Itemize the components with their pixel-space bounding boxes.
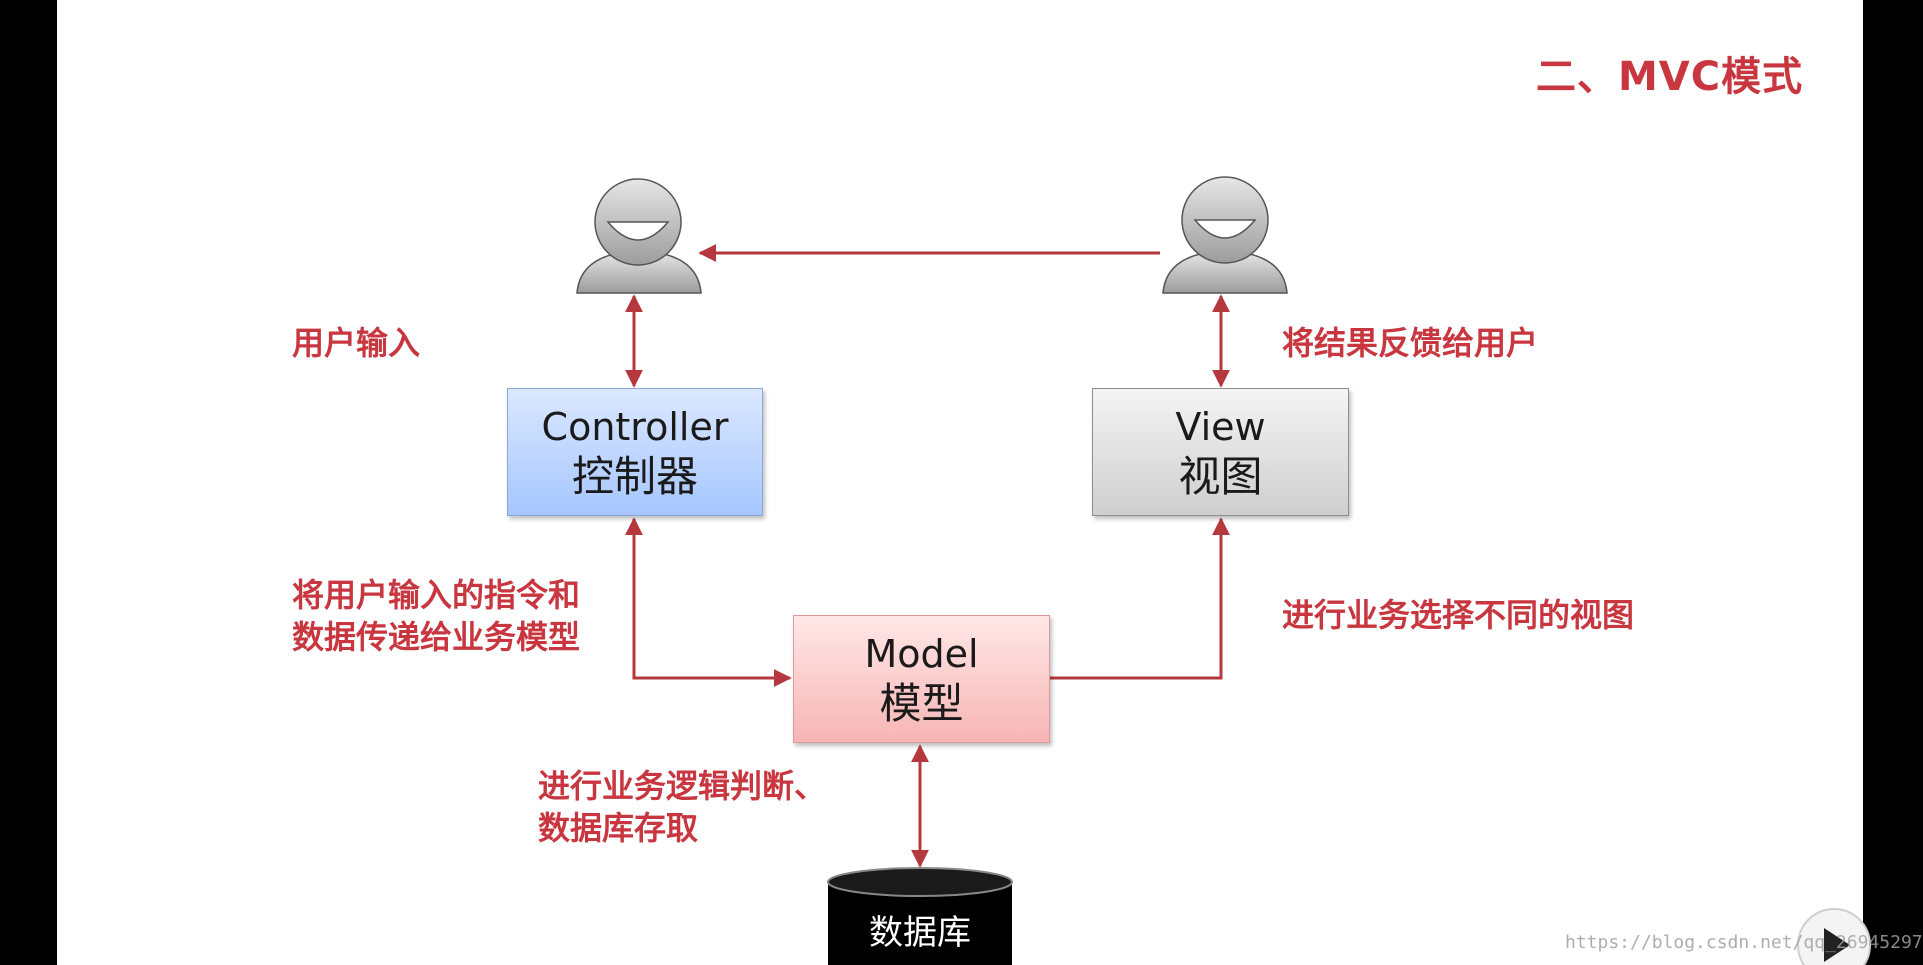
database-label: 数据库	[869, 913, 971, 953]
slide-title: 二、MVC模式	[1536, 54, 1804, 100]
label-user-input: 用户输入	[292, 324, 421, 362]
slide	[57, 0, 1863, 965]
watermark-url: https://blog.csdn.net/qq_26945297	[1565, 932, 1923, 953]
database-icon	[827, 867, 1013, 965]
label-logic-line1: 进行业务逻辑判断、	[538, 767, 827, 805]
view-zh-label: 视图	[1178, 452, 1263, 501]
controller-en-label: Controller	[541, 405, 729, 449]
play-icon[interactable]	[1797, 908, 1871, 965]
controller-zh-label: 控制器	[571, 452, 698, 501]
view-box: View 视图	[1092, 388, 1349, 516]
model-en-label: Model	[864, 632, 979, 676]
user-icon	[1162, 176, 1288, 294]
label-to-model-line2: 数据传递给业务模型	[292, 618, 581, 656]
arrow-controller-model	[625, 517, 792, 687]
label-to-model-line1: 将用户输入的指令和	[292, 576, 581, 614]
label-logic-line2: 数据库存取	[538, 809, 699, 847]
arrow-model-view	[1050, 517, 1230, 680]
model-zh-label: 模型	[879, 679, 964, 728]
view-en-label: View	[1175, 405, 1266, 449]
label-feedback: 将结果反馈给用户	[1282, 324, 1539, 362]
controller-box: Controller 控制器	[507, 388, 763, 516]
label-choose-view: 进行业务选择不同的视图	[1282, 596, 1635, 634]
model-box: Model 模型	[793, 615, 1050, 743]
user-icon	[576, 178, 702, 294]
